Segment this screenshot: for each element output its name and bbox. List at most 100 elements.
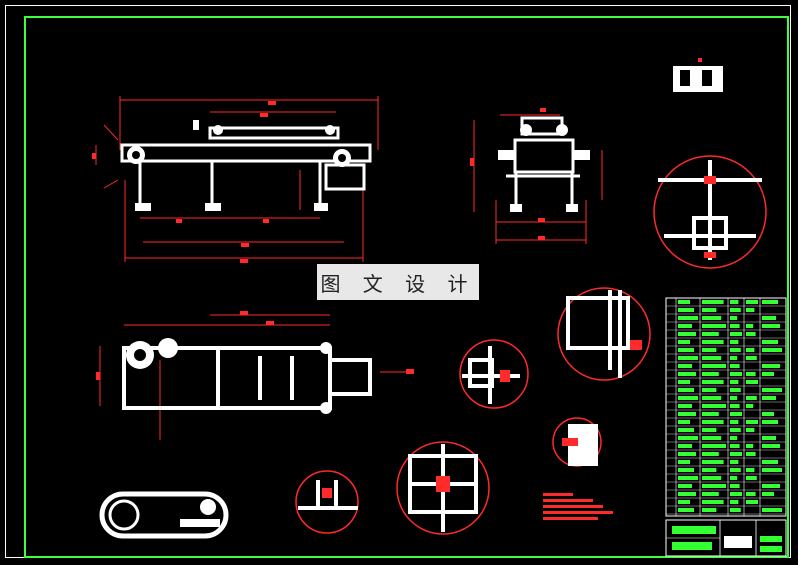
- table-cell-text: [702, 404, 726, 408]
- table-cell-text: [702, 388, 717, 392]
- table-cell-text: [762, 300, 778, 304]
- table-cell-text: [762, 388, 782, 392]
- table-cell-text: [702, 412, 719, 416]
- table-cell-text: [678, 404, 692, 408]
- table-cell-text: [730, 404, 740, 408]
- table-cell-text: [730, 500, 739, 504]
- table-cell-text: [702, 316, 722, 320]
- table-cell-text: [762, 324, 780, 328]
- watermark-label: 图 文 设 计: [317, 264, 479, 300]
- table-cell-text: [678, 332, 696, 336]
- table-cell-text: [702, 484, 726, 488]
- table-cell-text: [730, 340, 739, 344]
- side-view: [470, 108, 603, 244]
- detail-circle-e: [295, 470, 359, 534]
- table-cell-text: [678, 436, 698, 440]
- table-cell-text: [678, 380, 690, 384]
- table-cell-text: [678, 428, 694, 432]
- table-cell-text: [762, 364, 780, 368]
- table-cell-text: [678, 388, 694, 392]
- table-cell-text: [702, 492, 719, 496]
- small-part-view: [673, 58, 723, 92]
- table-cell-text: [730, 316, 738, 320]
- table-cell-text: [762, 348, 782, 352]
- table-cell-text: [702, 308, 717, 312]
- table-cell-text: [678, 364, 692, 368]
- table-cell-text: [678, 468, 694, 472]
- table-cell-text: [678, 500, 690, 504]
- main-front-view: [92, 96, 379, 263]
- table-cell-text: [730, 308, 741, 312]
- table-cell-text: [730, 348, 741, 352]
- table-cell-text: [762, 436, 776, 440]
- table-cell-text: [702, 508, 717, 512]
- table-cell-text: [730, 452, 742, 456]
- table-cell-text: [702, 380, 724, 384]
- detail-circle-d: [552, 417, 602, 467]
- table-cell-text: [702, 420, 724, 424]
- table-cell-text: [730, 428, 741, 432]
- table-cell-text: [702, 396, 722, 400]
- table-cell-text: [678, 316, 698, 320]
- detail-circle-a: [653, 155, 767, 269]
- table-cell-text: [678, 508, 694, 512]
- table-cell-text: [730, 380, 739, 384]
- title-block: [665, 519, 787, 557]
- table-cell-text: [730, 460, 739, 464]
- table-cell-text: [746, 428, 755, 432]
- drawing-frame: [24, 16, 789, 558]
- table-cell-text: [702, 356, 722, 360]
- table-cell-text: [762, 444, 780, 448]
- table-cell-text: [746, 308, 755, 312]
- table-cell-text: [762, 420, 778, 424]
- table-cell-text: [730, 436, 738, 440]
- detail-circle-b: [557, 287, 651, 381]
- table-cell-text: [702, 340, 724, 344]
- table-cell-text: [746, 468, 755, 472]
- table-cell-text: [678, 356, 698, 360]
- table-cell-text: [746, 476, 757, 480]
- table-cell-text: [702, 476, 722, 480]
- table-cell-text: [702, 500, 724, 504]
- table-cell-text: [762, 396, 776, 400]
- top-plan-view: [96, 311, 414, 440]
- table-cell-text: [762, 460, 778, 464]
- table-cell-text: [702, 444, 726, 448]
- detail-circle-c: [459, 339, 529, 409]
- table-cell-text: [702, 324, 726, 328]
- table-cell-text: [746, 372, 756, 376]
- table-cell-text: [730, 300, 739, 304]
- table-cell-text: [746, 348, 755, 352]
- table-cell-text: [678, 308, 694, 312]
- table-cell-text: [678, 412, 696, 416]
- table-cell-text: [678, 300, 690, 304]
- table-cell-text: [746, 492, 756, 496]
- table-cell-text: [730, 388, 741, 392]
- table-cell-text: [678, 420, 690, 424]
- table-cell-text: [730, 484, 740, 488]
- table-cell-text: [678, 348, 694, 352]
- table-cell-text: [678, 340, 690, 344]
- table-cell-text: [746, 332, 756, 336]
- table-cell-text: [730, 492, 742, 496]
- table-cell-text: [746, 300, 758, 304]
- table-cell-text: [746, 452, 756, 456]
- belt-loop-view: [99, 491, 229, 539]
- table-cell-text: [730, 476, 738, 480]
- table-cell-text: [678, 372, 696, 376]
- table-cell-text: [730, 356, 738, 360]
- table-cell-text: [702, 436, 722, 440]
- table-cell-text: [730, 364, 740, 368]
- table-cell-text: [730, 444, 740, 448]
- table-cell-text: [702, 300, 724, 304]
- table-cell-text: [746, 324, 754, 328]
- table-cell-text: [702, 460, 724, 464]
- table-cell-text: [678, 444, 692, 448]
- table-cell-text: [730, 420, 739, 424]
- table-cell-text: [746, 404, 754, 408]
- table-cell-text: [762, 412, 774, 416]
- table-cell-text: [730, 332, 742, 336]
- table-cell-text: [702, 348, 717, 352]
